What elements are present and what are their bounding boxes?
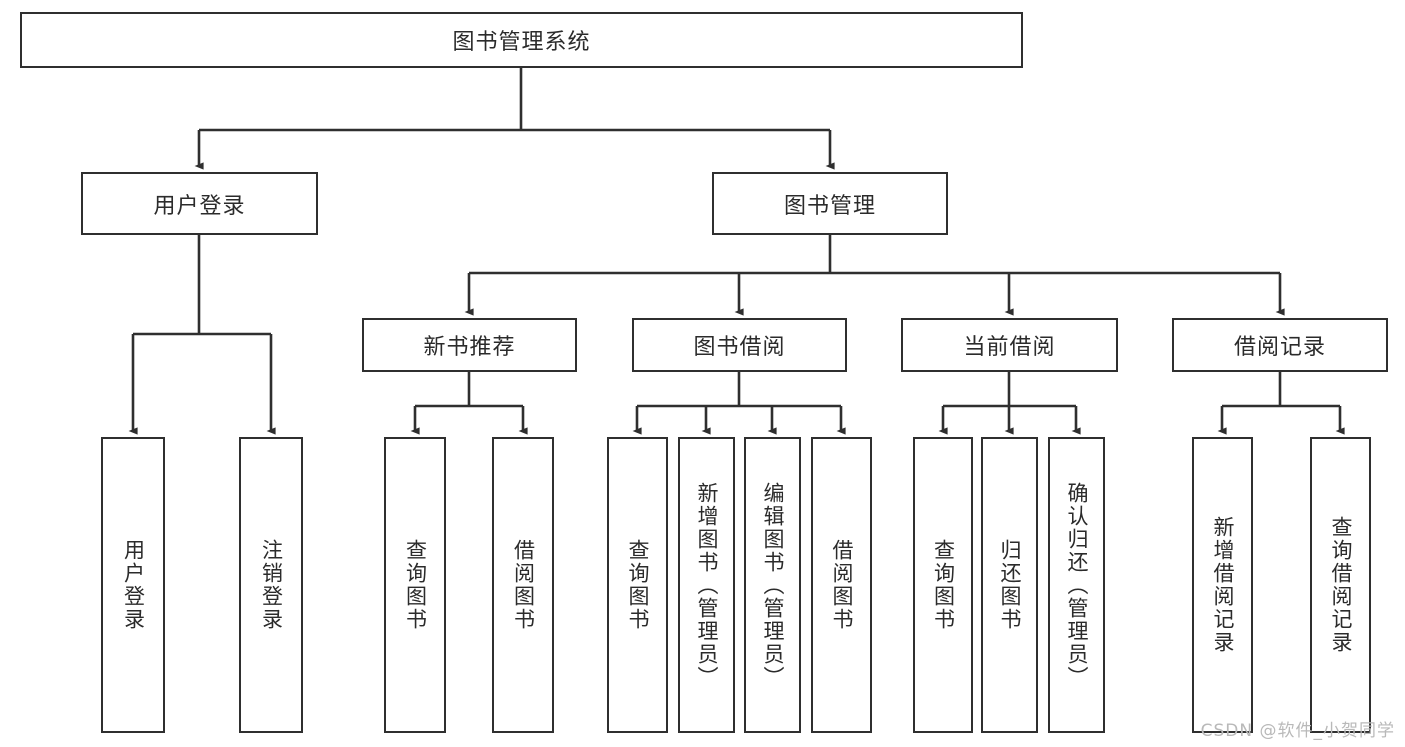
node-user-login[interactable]: 用户登录 [81,172,318,235]
node-label: 图书借阅 [693,335,786,360]
node-label: 查询图书 [626,539,650,631]
node-label: 借阅图书 [511,539,536,631]
leaf-recommend-borrow-book[interactable]: 借阅图书 [492,437,554,733]
leaf-current-return-book[interactable]: 归还图书 [981,437,1038,733]
node-label: 借阅图书 [830,539,854,631]
node-label: 归还图书 [998,539,1022,631]
node-label: 查询图书 [403,539,428,631]
leaf-current-confirm-return-admin[interactable]: 确认归还（管理员） [1048,437,1105,733]
leaf-recommend-query-book[interactable]: 查询图书 [384,437,446,733]
leaf-borrow-query-book[interactable]: 查询图书 [607,437,668,733]
node-book-management[interactable]: 图书管理 [712,172,948,235]
leaf-borrow-edit-book-admin[interactable]: 编辑图书（管理员） [744,437,801,733]
node-label: 用户登录 [121,539,146,631]
node-label: 图书管理系统 [452,30,591,55]
leaf-current-query-book[interactable]: 查询图书 [913,437,973,733]
leaf-borrow-borrow-book[interactable]: 借阅图书 [811,437,872,733]
node-label: 借阅记录 [1233,335,1326,360]
node-book-borrow[interactable]: 图书借阅 [632,318,847,372]
leaf-record-query-record[interactable]: 查询借阅记录 [1310,437,1371,733]
node-root-system[interactable]: 图书管理系统 [20,12,1023,68]
node-current-borrow[interactable]: 当前借阅 [901,318,1118,372]
node-label: 确认归还（管理员） [1065,481,1089,689]
node-label: 新书推荐 [423,335,516,360]
node-label: 图书管理 [783,193,876,219]
node-label: 新增图书（管理员） [695,481,719,689]
node-new-book-recommend[interactable]: 新书推荐 [362,318,577,372]
leaf-user-login-signout[interactable]: 注销登录 [239,437,303,733]
node-label: 新增借阅记录 [1211,516,1235,654]
node-label: 编辑图书（管理员） [761,481,785,689]
leaf-user-login-signin[interactable]: 用户登录 [101,437,165,733]
leaf-record-add-record[interactable]: 新增借阅记录 [1192,437,1253,733]
node-label: 注销登录 [259,539,284,631]
node-label: 用户登录 [153,193,246,219]
node-borrow-record[interactable]: 借阅记录 [1172,318,1388,372]
node-label: 查询借阅记录 [1329,516,1353,654]
leaf-borrow-add-book-admin[interactable]: 新增图书（管理员） [678,437,735,733]
node-label: 查询图书 [931,539,956,631]
node-label: 当前借阅 [963,335,1056,360]
